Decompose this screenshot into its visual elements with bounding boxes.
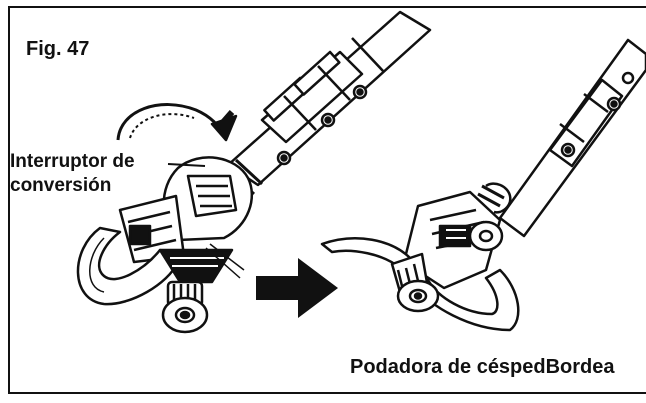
left-spool: [158, 243, 245, 334]
callout-line-2: conversión: [10, 175, 112, 196]
mode-caption: Podadora de céspedBordea: [350, 356, 615, 378]
transition-arrow-icon: [256, 258, 338, 318]
figure-number: Fig. 47: [26, 38, 90, 60]
left-head: [118, 156, 254, 264]
callout-line-1: Interruptor de: [10, 151, 135, 172]
right-guard: [320, 237, 520, 332]
right-spool: [390, 252, 440, 313]
conversion-switch-callout: Interruptor de conversión: [10, 150, 135, 198]
right-shaft: [477, 38, 646, 238]
left-shaft: [226, 10, 432, 196]
right-head: [402, 190, 504, 290]
left-trimmer: [76, 10, 432, 334]
callout-leader: [167, 163, 206, 167]
figure-border: [8, 6, 646, 394]
right-trimmer: [320, 38, 646, 332]
rotation-arrow-icon: [116, 103, 238, 142]
